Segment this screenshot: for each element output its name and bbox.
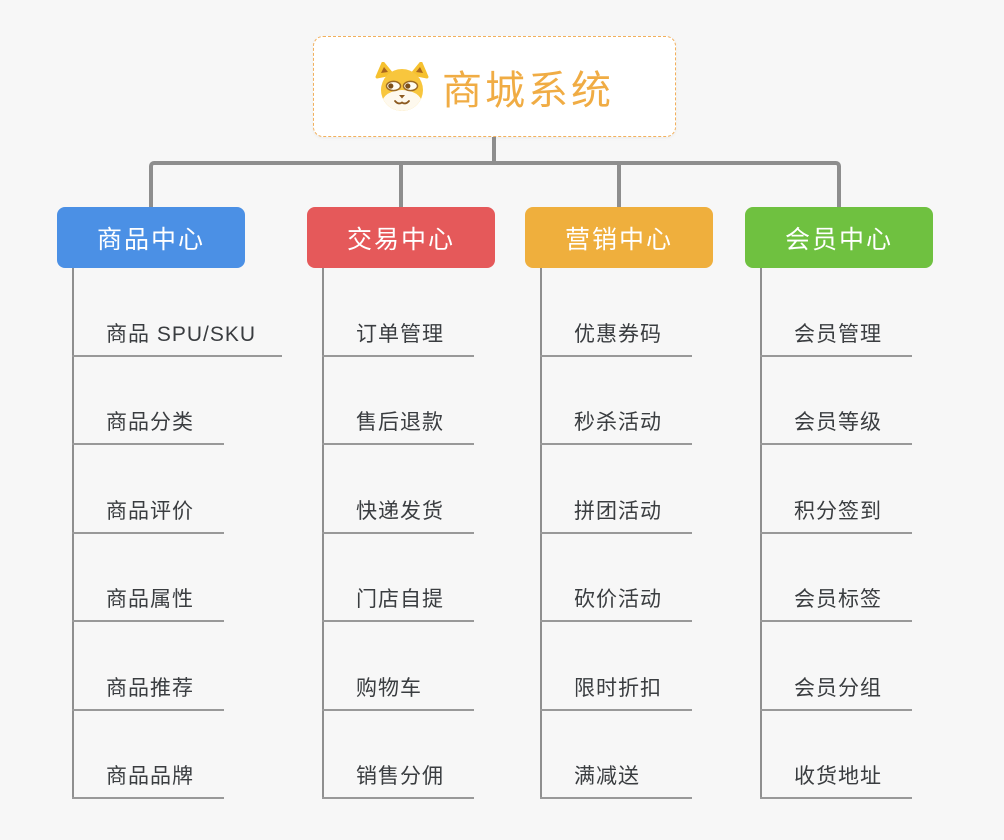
connector-drop-trade [399,163,403,208]
branch-node-product-center[interactable]: 商品中心 [57,207,245,268]
leaf-node-flash-sale[interactable]: 秒杀活动 [540,357,692,445]
branch-children-product-center: 商品 SPU/SKU 商品分类 商品评价 商品属性 商品推荐 商品品牌 [72,268,283,799]
leaf-node-sales-commission[interactable]: 销售分佣 [322,711,474,799]
spine-product-center [72,268,74,799]
leaf-node-product-recommend[interactable]: 商品推荐 [72,622,224,711]
leaf-node-shopping-cart[interactable]: 购物车 [322,622,474,711]
connector-bracket [149,161,841,208]
spine-marketing-center [540,268,542,799]
leaf-node-product-category[interactable]: 商品分类 [72,357,224,445]
leaf-node-coupon-code[interactable]: 优惠券码 [540,268,692,357]
leaf-node-points-checkin[interactable]: 积分签到 [760,445,912,534]
leaf-node-member-tag[interactable]: 会员标签 [760,534,912,622]
leaf-node-shipping-address[interactable]: 收货地址 [760,711,912,799]
leaf-node-member-management[interactable]: 会员管理 [760,268,912,357]
leaf-node-product-brand[interactable]: 商品品牌 [72,711,224,799]
connector-root-stub [492,135,496,163]
branch-node-member-center[interactable]: 会员中心 [745,207,933,268]
leaf-node-product-review[interactable]: 商品评价 [72,445,224,534]
leaf-node-bargain-activity[interactable]: 砍价活动 [540,534,692,622]
leaf-node-express-delivery[interactable]: 快递发货 [322,445,474,534]
leaf-node-group-buy[interactable]: 拼团活动 [540,445,692,534]
leaf-node-spend-save[interactable]: 满减送 [540,711,692,799]
leaf-node-store-pickup[interactable]: 门店自提 [322,534,474,622]
spine-member-center [760,268,762,799]
shiba-dog-icon [375,61,429,112]
branch-children-trade-center: 订单管理 售后退款 快递发货 门店自提 购物车 销售分佣 [322,268,474,799]
leaf-node-limited-time-discount[interactable]: 限时折扣 [540,622,692,711]
leaf-node-member-group[interactable]: 会员分组 [760,622,912,711]
spine-trade-center [322,268,324,799]
root-node-mall-system[interactable]: 商城系统 [313,36,676,137]
root-title: 商城系统 [442,68,614,113]
leaf-node-member-level[interactable]: 会员等级 [760,357,912,445]
leaf-node-product-spu-sku[interactable]: 商品 SPU/SKU [72,268,283,357]
leaf-node-product-attribute[interactable]: 商品属性 [72,534,224,622]
branch-children-member-center: 会员管理 会员等级 积分签到 会员标签 会员分组 收货地址 [760,268,912,799]
leaf-node-order-management[interactable]: 订单管理 [322,268,474,357]
branch-children-marketing-center: 优惠券码 秒杀活动 拼团活动 砍价活动 限时折扣 满减送 [540,268,692,799]
leaf-node-aftersale-refund[interactable]: 售后退款 [322,357,474,445]
connector-drop-marketing [617,163,621,208]
branch-node-trade-center[interactable]: 交易中心 [307,207,495,268]
branch-node-marketing-center[interactable]: 营销中心 [525,207,713,268]
